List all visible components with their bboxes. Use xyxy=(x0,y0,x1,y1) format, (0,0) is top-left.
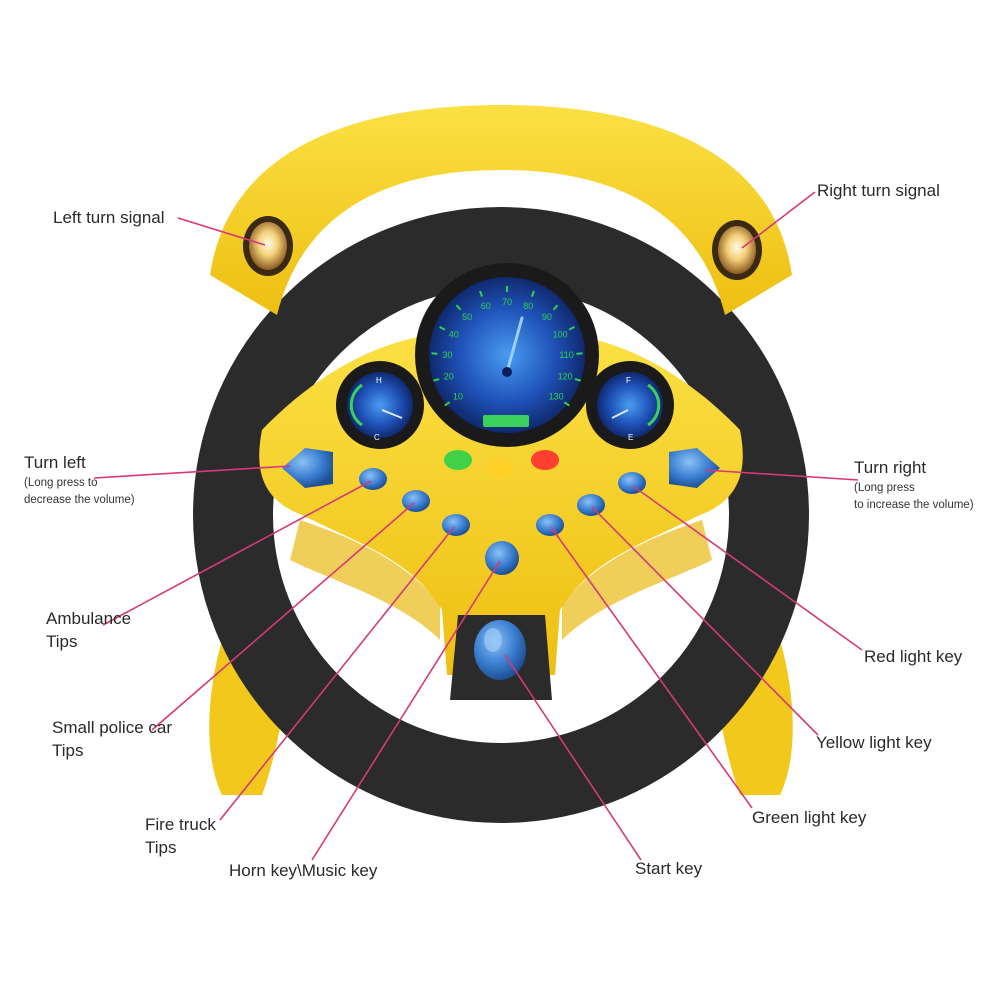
speedometer-needle xyxy=(505,316,524,374)
left-turn-signal-lens xyxy=(249,222,287,270)
speedometer-tick-mark xyxy=(552,304,559,311)
temp-gauge-face xyxy=(347,372,413,438)
label-left-turn-signal: Left turn signal xyxy=(53,208,165,227)
temp-gauge-arc xyxy=(349,383,363,427)
label-turn-right-note-1: (Long press xyxy=(854,482,915,494)
leader-red-light xyxy=(632,485,863,651)
speedometer-tick-mark xyxy=(576,352,583,355)
speedometer-tick-mark xyxy=(563,401,570,407)
ambulance-key[interactable] xyxy=(359,468,387,490)
speedometer-tick-label: 10 xyxy=(453,391,463,401)
fuel-gauge-arc xyxy=(647,383,661,427)
label-turn-right-title: Turn right xyxy=(854,458,927,477)
speedometer-tick-mark xyxy=(568,326,575,331)
speedometer-tick-mark xyxy=(439,326,446,331)
start-key-highlight xyxy=(484,628,502,652)
speedometer-face xyxy=(429,277,585,433)
leader-lines xyxy=(93,191,863,861)
speedometer-tick-label: 30 xyxy=(442,350,452,360)
green-light xyxy=(444,450,472,470)
label-green-light-key: Green light key xyxy=(752,808,867,827)
label-turn-left-note-1: (Long press to xyxy=(24,477,98,489)
label-red-light-key: Red light key xyxy=(864,647,963,666)
label-horn-music-key: Horn key\Music key xyxy=(229,861,378,880)
label-turn-left-note-2: decrease the volume) xyxy=(24,494,135,506)
leader-yellow-light xyxy=(591,506,819,736)
rim-black xyxy=(193,207,809,823)
label-turn-left: Turn left (Long press to decrease the vo… xyxy=(24,451,135,510)
label-police-line2: Tips xyxy=(52,741,84,760)
turn-right-key[interactable] xyxy=(669,448,720,488)
speedometer-tick-mark xyxy=(574,378,581,382)
label-right-turn-signal: Right turn signal xyxy=(817,181,940,200)
leader-fire-truck xyxy=(219,526,455,821)
fuel-gauge-bottom: E xyxy=(628,433,633,442)
speedometer-tick-label: 100 xyxy=(553,329,568,339)
label-start-key: Start key xyxy=(635,859,703,878)
label-turn-left-title: Turn left xyxy=(24,453,86,472)
turn-left-key[interactable] xyxy=(282,448,333,488)
label-ambulance-line2: Tips xyxy=(46,632,78,651)
temp-gauge-bottom: C xyxy=(374,433,380,442)
speedometer-tick-mark xyxy=(455,304,462,311)
rim-top-grip xyxy=(210,105,792,315)
speedometer-tick-label: 60 xyxy=(481,301,491,311)
leader-left-turn-signal xyxy=(177,217,266,246)
leader-right-turn-signal xyxy=(741,191,816,249)
speedometer-tick-mark xyxy=(444,401,451,407)
speedometer-tick-label: 120 xyxy=(558,372,573,382)
leader-start xyxy=(504,654,642,861)
label-turn-right: Turn right (Long press to increase the v… xyxy=(854,456,974,515)
yellow-light-key[interactable] xyxy=(577,494,605,516)
label-police: Small police car Tips xyxy=(52,716,172,762)
speedometer-tick-mark xyxy=(530,290,535,297)
green-light-key[interactable] xyxy=(536,514,564,536)
label-fire-truck-line2: Tips xyxy=(145,838,177,857)
needle-hub xyxy=(502,367,512,377)
fuel-gauge-top: F xyxy=(626,376,631,385)
temp-gauge-top: H xyxy=(376,376,382,385)
temp-gauge-needle xyxy=(381,409,403,419)
fire-truck-key[interactable] xyxy=(442,514,470,536)
speedometer-tick-label: 50 xyxy=(462,312,472,322)
label-yellow-light-key: Yellow light key xyxy=(816,733,932,752)
hub-lower-shadow xyxy=(290,520,440,640)
speedometer-tick-mark xyxy=(479,290,484,297)
speedometer-tick-label: 90 xyxy=(542,312,552,322)
speedometer-tick-label: 80 xyxy=(523,301,533,311)
label-ambulance-line1: Ambulance xyxy=(46,609,132,628)
fuel-gauge-needle xyxy=(611,409,629,419)
red-light-key[interactable] xyxy=(618,472,646,494)
start-key[interactable] xyxy=(474,620,526,680)
leader-green-light xyxy=(550,526,753,809)
hub-lower-shadow-right xyxy=(562,520,712,640)
label-fire-truck-line1: Fire truck xyxy=(145,815,216,834)
speedometer-display xyxy=(483,415,529,427)
yellow-light xyxy=(487,458,513,478)
speedometer-tick-label: 130 xyxy=(549,391,564,401)
fuel-gauge-face xyxy=(597,372,663,438)
speedometer-tick-mark xyxy=(431,352,438,355)
leader-turn-right xyxy=(704,469,859,481)
speedometer-tick-label: 70 xyxy=(502,297,512,307)
speedometer-tick-label: 110 xyxy=(559,350,573,360)
label-fire-truck: Fire truck Tips xyxy=(145,813,216,859)
label-ambulance: Ambulance Tips xyxy=(46,607,131,653)
label-police-line1: Small police car xyxy=(52,718,172,737)
red-light xyxy=(531,450,559,470)
right-turn-signal-lens xyxy=(718,226,756,274)
horn-music-key[interactable] xyxy=(485,541,519,575)
leader-turn-left xyxy=(93,465,291,479)
speedometer-tick-mark xyxy=(433,378,440,382)
label-turn-right-note-2: to increase the volume) xyxy=(854,499,974,511)
leader-horn xyxy=(311,560,501,861)
speedometer-tick-label: 20 xyxy=(444,372,454,382)
leader-ambulance xyxy=(102,480,372,626)
speedometer-tick-label: 40 xyxy=(449,329,459,339)
leader-police xyxy=(151,502,415,731)
